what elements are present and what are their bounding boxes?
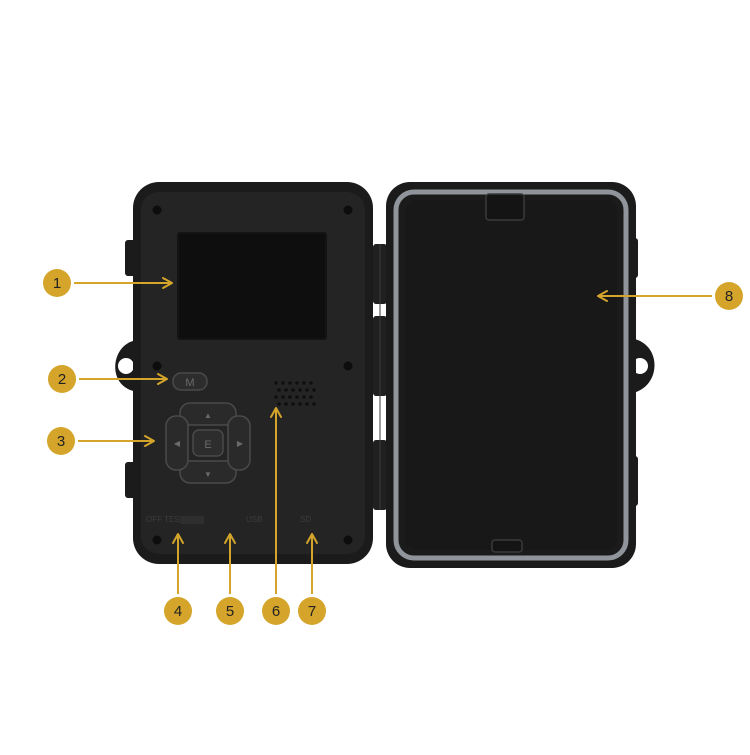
callout-2: 2 bbox=[48, 365, 168, 393]
speaker-hole bbox=[309, 381, 313, 385]
menu-button-label: M bbox=[185, 377, 194, 389]
left-arrow-icon: ◀ bbox=[174, 439, 181, 448]
speaker-hole bbox=[274, 381, 278, 385]
speaker-hole bbox=[284, 388, 288, 392]
speaker-hole bbox=[277, 402, 281, 406]
callout-number-6: 6 bbox=[272, 603, 280, 620]
callout-arrowhead-7 bbox=[306, 533, 318, 544]
left-button[interactable] bbox=[165, 415, 189, 471]
speaker-hole bbox=[277, 388, 281, 392]
callout-badge-1 bbox=[43, 269, 71, 297]
speaker bbox=[274, 381, 316, 406]
speaker-hole bbox=[274, 395, 278, 399]
speaker-hole bbox=[281, 381, 285, 385]
down-button[interactable] bbox=[179, 460, 237, 484]
speaker-hole bbox=[302, 381, 306, 385]
callout-arrowhead-2 bbox=[157, 373, 168, 385]
screw bbox=[343, 361, 353, 371]
callout-badge-5 bbox=[216, 597, 244, 625]
callout-badge-8 bbox=[715, 282, 743, 310]
usb-label: USB bbox=[246, 515, 262, 524]
speaker-hole bbox=[309, 395, 313, 399]
callout-3: 3 bbox=[47, 427, 155, 455]
right-button[interactable] bbox=[227, 415, 251, 471]
speaker-hole bbox=[312, 402, 316, 406]
callout-arrowhead-8 bbox=[597, 290, 608, 302]
screw bbox=[152, 535, 162, 545]
callout-number-2: 2 bbox=[58, 371, 66, 388]
speaker-hole bbox=[291, 402, 295, 406]
top-latch bbox=[485, 193, 525, 221]
battery-compartment bbox=[405, 200, 617, 550]
callout-5: 5 bbox=[216, 533, 244, 625]
callout-badge-3 bbox=[47, 427, 75, 455]
callout-arrowhead-5 bbox=[224, 533, 236, 544]
callout-6: 6 bbox=[262, 407, 290, 625]
callout-arrowhead-6 bbox=[270, 407, 282, 418]
hinge bbox=[373, 244, 387, 510]
enter-button-label: E bbox=[204, 439, 211, 451]
mode-switch[interactable] bbox=[180, 516, 204, 524]
callout-arrowhead-4 bbox=[172, 533, 184, 544]
front-panel: M E ▲ ▼ ◀ ▶ OFF TEST ON USB SD bbox=[115, 182, 373, 564]
rubber-gasket bbox=[393, 189, 629, 561]
callout-number-4: 4 bbox=[174, 603, 182, 620]
down-arrow-icon: ▼ bbox=[204, 470, 212, 479]
speaker-hole bbox=[305, 388, 309, 392]
menu-button[interactable] bbox=[172, 372, 208, 391]
screw bbox=[152, 361, 162, 371]
speaker-hole bbox=[281, 395, 285, 399]
speaker-hole bbox=[298, 388, 302, 392]
callout-number-1: 1 bbox=[53, 275, 61, 292]
speaker-hole bbox=[288, 395, 292, 399]
screw bbox=[343, 205, 353, 215]
lcd-screen bbox=[177, 232, 327, 340]
callout-7: 7 bbox=[298, 533, 326, 625]
callout-badge-7 bbox=[298, 597, 326, 625]
callout-number-5: 5 bbox=[226, 603, 234, 620]
sd-label: SD bbox=[300, 515, 311, 524]
callout-number-7: 7 bbox=[308, 603, 316, 620]
speaker-hole bbox=[295, 395, 299, 399]
callout-badge-6 bbox=[262, 597, 290, 625]
speaker-hole bbox=[312, 388, 316, 392]
callout-badge-2 bbox=[48, 365, 76, 393]
callout-1: 1 bbox=[43, 269, 173, 297]
direction-pad: E ▲ ▼ ◀ ▶ bbox=[165, 402, 251, 484]
back-cover bbox=[386, 182, 655, 568]
callout-4: 4 bbox=[164, 533, 192, 625]
right-arrow-icon: ▶ bbox=[237, 439, 244, 448]
speaker-hole bbox=[291, 388, 295, 392]
mounting-hole-left bbox=[118, 358, 134, 374]
callout-number-8: 8 bbox=[725, 288, 733, 305]
speaker-hole bbox=[305, 402, 309, 406]
up-button[interactable] bbox=[179, 402, 237, 426]
screw bbox=[152, 205, 162, 215]
speaker-hole bbox=[298, 402, 302, 406]
up-arrow-icon: ▲ bbox=[204, 411, 212, 420]
speaker-hole bbox=[288, 381, 292, 385]
callout-arrowhead-3 bbox=[144, 435, 155, 447]
callout-number-3: 3 bbox=[57, 433, 65, 450]
callouts: 1 2 3 4 5 6 7 8 bbox=[43, 269, 743, 625]
enter-button[interactable] bbox=[192, 429, 224, 457]
callout-8: 8 bbox=[597, 282, 743, 310]
speaker-hole bbox=[302, 395, 306, 399]
screw bbox=[343, 535, 353, 545]
speaker-hole bbox=[284, 402, 288, 406]
callout-badge-4 bbox=[164, 597, 192, 625]
callout-arrowhead-1 bbox=[162, 277, 173, 289]
mode-switch-label: OFF TEST ON bbox=[146, 515, 199, 524]
bottom-latch bbox=[491, 539, 523, 553]
speaker-hole bbox=[295, 381, 299, 385]
